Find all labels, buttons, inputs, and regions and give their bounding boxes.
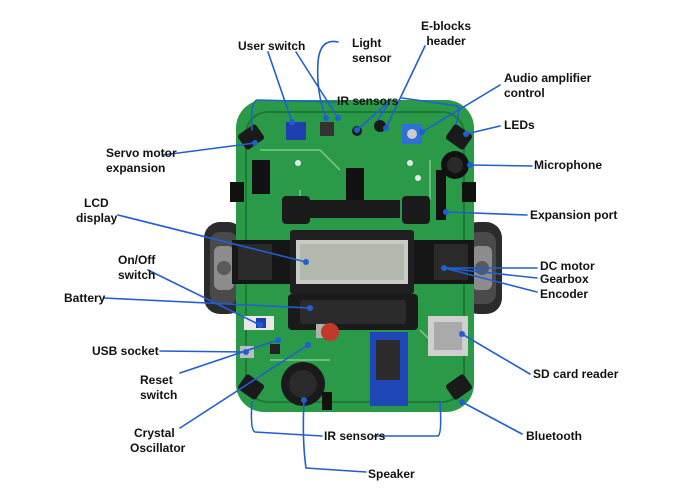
label-crystal-line1: Crystal bbox=[134, 426, 175, 440]
label-reset-line1: Reset bbox=[140, 373, 173, 387]
label-dc-motor: DC motor bbox=[540, 259, 595, 273]
battery-pack bbox=[288, 294, 418, 330]
label-sd-card-reader: SD card reader bbox=[533, 367, 619, 381]
label-usb-socket: USB socket bbox=[92, 344, 159, 358]
label-light-sensor-line1: Light bbox=[352, 36, 382, 50]
label-audio-amp-line1: Audio amplifier bbox=[504, 71, 592, 85]
label-ir-sensors-top: IR sensors bbox=[337, 94, 399, 108]
label-audio-amp-line2: control bbox=[504, 86, 545, 100]
label-crystal-line2: Oscillator bbox=[130, 441, 186, 455]
top-components bbox=[230, 122, 476, 224]
label-expansion-port: Expansion port bbox=[530, 208, 618, 222]
label-eblocks-line2: header bbox=[426, 34, 466, 48]
label-onoff-line1: On/Off bbox=[118, 253, 156, 267]
label-user-switch: User switch bbox=[238, 39, 306, 53]
label-leds: LEDs bbox=[504, 118, 535, 132]
lcd-display bbox=[290, 230, 414, 294]
leader-dots bbox=[243, 115, 473, 405]
label-gearbox: Gearbox bbox=[540, 272, 589, 286]
label-encoder: Encoder bbox=[540, 287, 589, 301]
label-bluetooth: Bluetooth bbox=[526, 429, 582, 443]
label-battery: Battery bbox=[64, 291, 106, 305]
label-microphone: Microphone bbox=[534, 158, 602, 172]
ir-sensor-heads bbox=[238, 120, 472, 400]
label-light-sensor-line2: sensor bbox=[352, 51, 392, 65]
label-ir-sensors-bottom: IR sensors bbox=[324, 429, 386, 443]
label-eblocks-line1: E-blocks bbox=[420, 19, 471, 33]
label-lcd-line2: display bbox=[76, 211, 118, 225]
label-onoff-line2: switch bbox=[118, 268, 156, 282]
label-servo-line2: expansion bbox=[106, 161, 166, 175]
label-lcd-line1: LCD bbox=[84, 196, 109, 210]
label-speaker: Speaker bbox=[368, 467, 415, 481]
label-servo-line1: Servo motor bbox=[106, 146, 177, 160]
label-reset-line2: switch bbox=[140, 388, 178, 402]
leader-lines bbox=[103, 40, 538, 473]
